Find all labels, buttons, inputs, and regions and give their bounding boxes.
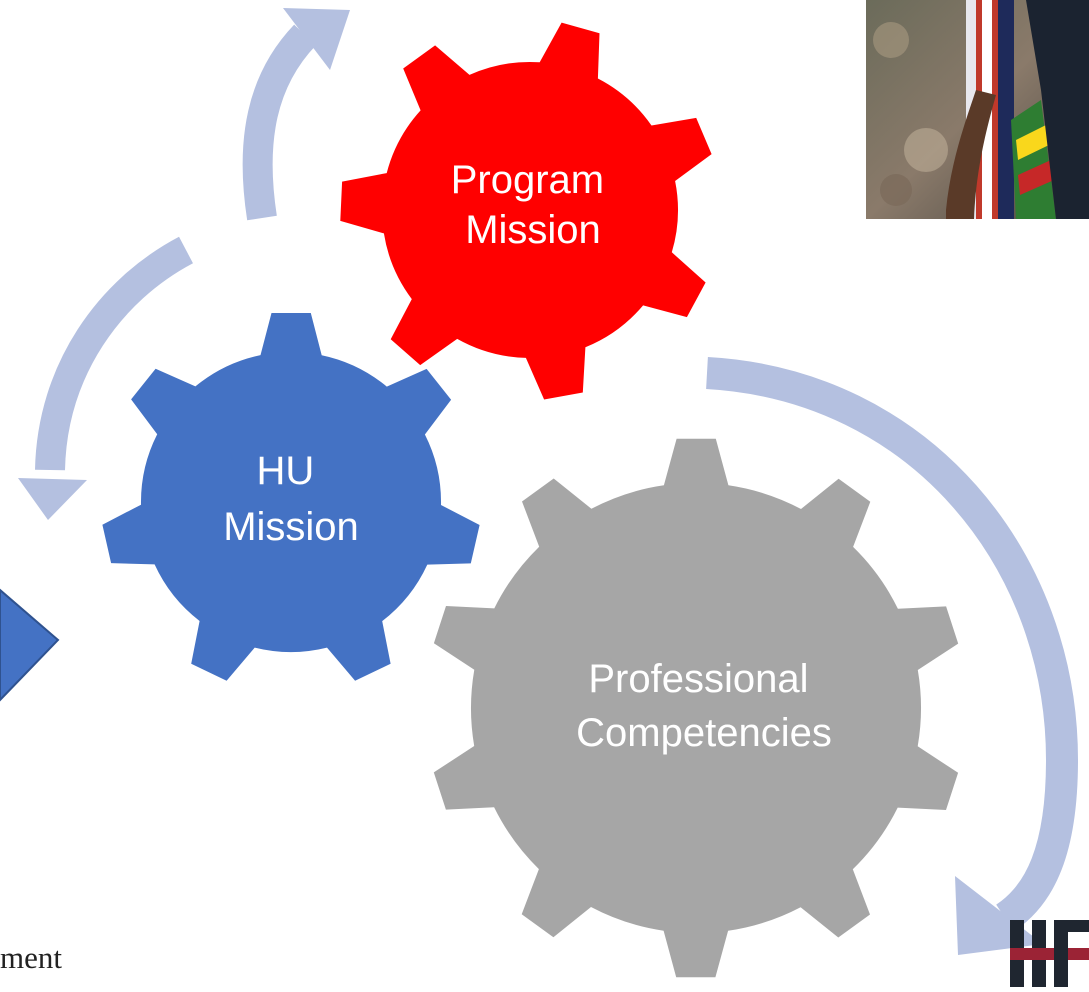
arrow-right-body	[706, 357, 1079, 932]
arrow-left-body	[35, 236, 194, 471]
gear-program-mission-shape	[340, 22, 712, 400]
arrow-up-body	[242, 24, 317, 221]
gear-program-mission	[340, 22, 712, 400]
graduation-photo	[866, 0, 1089, 219]
footer-partial-text: ment	[0, 940, 62, 975]
gear-professional-competencies	[433, 438, 959, 978]
arrow-up-head	[283, 8, 350, 70]
gear-hu-mission	[102, 313, 480, 681]
gear-label-professional-competencies: Professional Competencies	[576, 657, 832, 755]
arrow-left-head	[18, 478, 87, 520]
gear-hu-mission-shape	[102, 313, 480, 681]
gear-label-program-mission: Program Mission	[451, 158, 616, 252]
gear-label-hu-mission: HU Mission	[223, 449, 359, 549]
university-logo	[1010, 912, 1089, 987]
left-chevron-shape	[0, 588, 60, 702]
gear-professional-competencies-shape	[433, 438, 959, 978]
